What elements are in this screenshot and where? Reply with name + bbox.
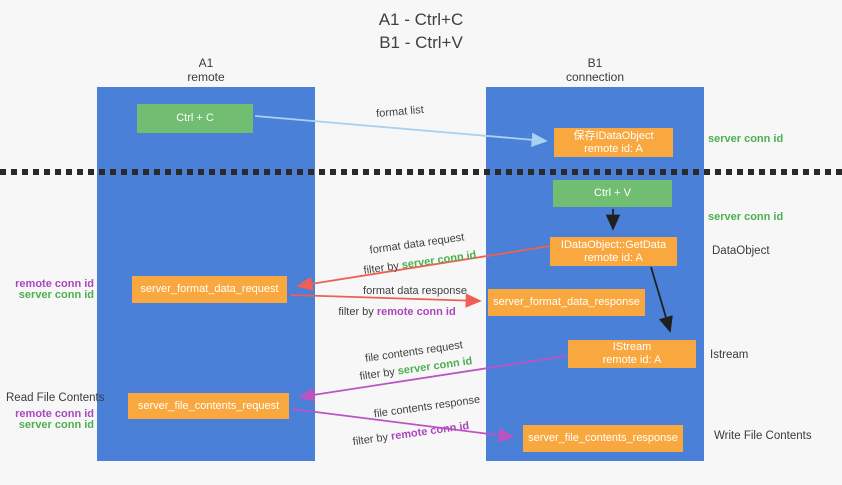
- label-filter-by-remote-conn-id-1: filter by remote conn id: [338, 306, 455, 318]
- node-server-format-data-request: server_format_data_request: [132, 276, 287, 303]
- label-block-conn-ids-2: remote conn id server conn id: [8, 409, 94, 431]
- title-line-2: B1 - Ctrl+V: [379, 33, 463, 52]
- node-server-format-data-response: server_format_data_response: [488, 289, 645, 316]
- node-istream: IStream remote id: A: [568, 340, 696, 368]
- node-server-format-data-response-label: server_format_data_response: [493, 296, 640, 308]
- filter-by-prefix-1: filter by: [362, 259, 403, 277]
- label-server-conn-id-mid: server conn id: [708, 211, 784, 223]
- label-istream: Istream: [710, 349, 749, 361]
- node-server-file-contents-request-label: server_file_contents_request: [137, 399, 280, 412]
- filter-by-prefix-4: filter by: [352, 430, 392, 449]
- label-dataobject: DataObject: [712, 245, 770, 257]
- label-file-contents-response: file contents response: [373, 393, 481, 421]
- title-line-1: A1 - Ctrl+C: [378, 10, 464, 29]
- column-b-role: connection: [565, 70, 625, 84]
- label-server-conn-id-top: server conn id: [708, 133, 784, 145]
- filter-value-remote-conn-id-2: remote conn id: [390, 419, 470, 443]
- node-save-idataobject-line1: 保存IDataObject: [573, 129, 654, 142]
- node-ctrl-v: Ctrl + V: [553, 180, 672, 207]
- column-b-id: B1: [587, 56, 603, 70]
- node-idataobject-getdata: IDataObject::GetData remote id: A: [550, 237, 677, 266]
- label-format-data-response: format data response: [363, 285, 467, 297]
- node-ctrl-v-label: Ctrl + V: [594, 187, 631, 199]
- node-idataobject-getdata-line2: remote id: A: [584, 251, 643, 264]
- column-a-role: remote: [187, 70, 225, 84]
- machine-boundary-dotted-line: [0, 169, 842, 175]
- label-server-conn-id-2: server conn id: [18, 419, 94, 431]
- column-a-id: A1: [198, 56, 214, 70]
- filter-value-server-conn-id-1: server conn id: [400, 249, 478, 272]
- node-istream-line1: IStream: [612, 341, 652, 353]
- label-remote-conn-id-2: remote conn id: [15, 408, 94, 420]
- label-write-file-contents: Write File Contents: [714, 430, 812, 442]
- filter-by-prefix-2: filter by: [338, 306, 377, 318]
- filter-value-remote-conn-id-1: remote conn id: [376, 306, 456, 318]
- node-server-file-contents-response: server_file_contents_response: [523, 425, 683, 452]
- label-block-conn-ids-1: remote conn id server conn id: [8, 279, 94, 301]
- node-save-idataobject: 保存IDataObject remote id: A: [554, 128, 673, 157]
- filter-by-prefix-3: filter by: [358, 365, 399, 383]
- column-header-b1-connection: B1 connection: [486, 56, 704, 84]
- diagram-title: A1 - Ctrl+C B1 - Ctrl+V: [0, 8, 842, 54]
- label-format-list: format list: [375, 103, 425, 121]
- node-ctrl-c-label: Ctrl + C: [176, 112, 214, 124]
- label-server-conn-id-1: server conn id: [18, 289, 94, 301]
- node-ctrl-c: Ctrl + C: [137, 104, 253, 133]
- node-istream-line2: remote id: A: [602, 354, 662, 366]
- node-server-format-data-request-label: server_format_data_request: [140, 283, 279, 295]
- node-idataobject-getdata-line1: IDataObject::GetData: [560, 238, 667, 251]
- label-filter-by-remote-conn-id-2: filter by remote conn id: [352, 420, 470, 448]
- column-header-a1-remote: A1 remote: [97, 56, 315, 84]
- label-read-file-contents: Read File Contents: [6, 392, 105, 404]
- node-server-file-contents-response-label: server_file_contents_response: [528, 432, 678, 444]
- node-server-file-contents-request: server_file_contents_request: [128, 393, 289, 419]
- node-save-idataobject-line2: remote id: A: [584, 142, 643, 155]
- label-remote-conn-id-1: remote conn id: [15, 278, 94, 290]
